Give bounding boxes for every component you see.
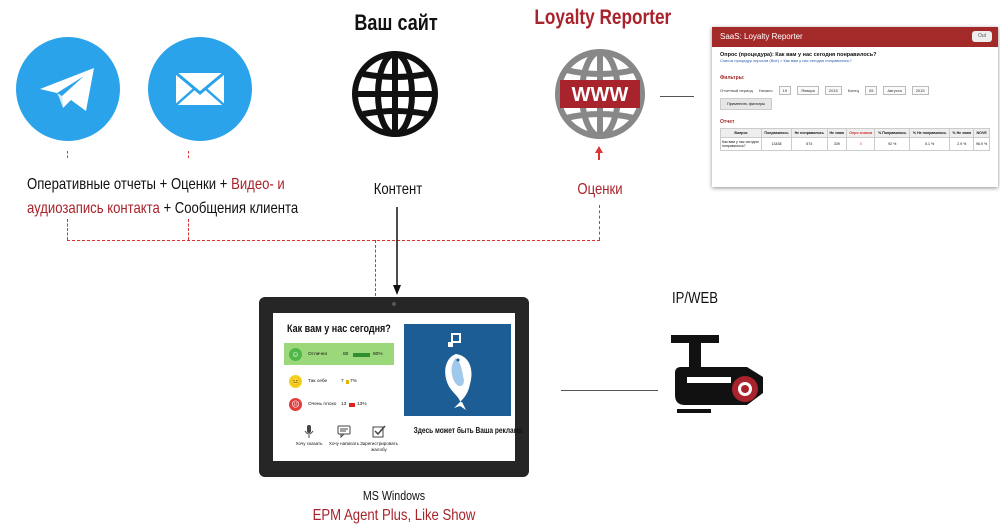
connector-bottom-line [67,240,600,241]
option-excellent-label: Отлично [308,352,328,357]
apply-filters-button[interactable]: Применить фильтры [720,98,772,110]
table-row: Как вам у нас сегодня понравилось? 13438… [720,137,990,151]
microphone-icon[interactable] [303,425,315,444]
start-year-select[interactable]: 2015 [824,86,842,95]
connector-mid-low [188,219,189,240]
col-header: Не понравилось [790,128,828,138]
camera-connector [561,390,658,391]
site-content-label: Контент [373,181,423,198]
reporter-connector [660,96,694,97]
connector-tablet [375,240,376,296]
report-table-header: Вопрос Понравилось Не понравилось Не зна… [720,128,990,138]
ad-banner[interactable] [404,324,511,416]
camera-label: IP/WEB [672,290,718,307]
tablet-device: Как вам у нас сегодня? ☺ Отлично 80 80% … [259,297,529,477]
tablet-question: Как вам у нас сегодня? [287,323,391,335]
col-header: Опро знаком [845,128,876,138]
table-cell: 5.1 % [909,137,951,151]
option-meh-label: Так себе [308,379,328,384]
sad-face-icon[interactable]: ☹ [289,398,302,411]
table-cell: 96.9 % [973,137,990,151]
report-period-row: Отчетный период Начало 19 Января 2015 Ко… [712,86,998,95]
ratings-arrow [594,146,604,165]
svg-text:WWW: WWW [572,84,629,106]
report-table: Вопрос Понравилось Не понравилось Не зна… [720,128,990,151]
col-header: NOVE [973,128,990,138]
option-excellent-count: 80 [343,352,349,357]
action-complaint-label: Зарегистрировать жалобу [360,441,398,452]
col-header: Не знаю [826,128,847,138]
tablet-screen: Как вам у нас сегодня? ☺ Отлично 80 80% … [273,313,523,461]
report-window: SaaS: Loyalty Reporter Out Опрос (процед… [712,27,998,187]
col-header: Понравилось [761,128,792,138]
product-label: EPM Agent Plus, Like Show [312,507,476,524]
report-filters-title: Фильтры: [720,75,745,81]
tablet-camera-dot [392,302,396,306]
end-year-select[interactable]: 2015 [911,86,929,95]
connector-reporter [599,205,600,240]
option-excellent[interactable] [284,343,394,365]
whale-icon [445,333,472,410]
report-out-button[interactable]: Out [972,31,992,42]
report-header: SaaS: Loyalty Reporter Out [712,27,998,47]
end-month-select[interactable]: Августа [883,86,906,95]
table-cell: 2.9 % [949,137,975,151]
neutral-face-icon[interactable]: 😐 [289,375,302,388]
report-question: Опрос (процедура): Как вам у нас сегодня… [720,52,877,58]
option-bad-count: 13 [341,402,347,407]
start-label: Начало [758,88,773,93]
table-cell: 574 [790,137,828,151]
checkbox-icon[interactable] [372,425,386,443]
col-header: % Не понравилось [909,128,951,138]
reporter-ratings-label: Оценки [577,181,623,198]
sources-line2-part1: аудиозапись контакта [27,200,160,217]
content-arrow [392,207,402,300]
ad-text: Здесь может быть Ваша реклама [413,426,523,435]
option-meh-count: 7 [341,379,344,384]
table-cell: Как вам у нас сегодня понравилось? [720,137,762,151]
option-excellent-percent: 80% [373,352,383,357]
option-bad-bar [349,403,355,407]
sources-line1-part1: Оперативные отчеты + Оценки + [27,176,232,193]
os-label: MS Windows [362,488,426,503]
happy-face-icon: ☺ [289,348,302,361]
action-say-label: Хочу сказать [295,441,323,446]
option-excellent-bar [353,353,370,357]
chat-icon[interactable] [337,425,351,443]
report-section-title: Отчет [720,119,735,125]
end-label: Конец [847,88,860,93]
connector-telegram [67,151,68,158]
col-header: % Понравилось [874,128,911,138]
www-globe-icon: WWW [550,44,650,149]
start-day-select[interactable]: 19 [778,86,792,95]
connector-mail [188,151,189,158]
option-meh-percent: 7% [350,379,357,384]
site-title: Ваш сайт [354,10,438,35]
report-breadcrumb-link[interactable]: Список процедур опросов (Все) > Как вам … [720,58,852,63]
table-cell: 0 [845,137,876,151]
start-month-select[interactable]: Января [797,86,819,95]
sources-line2-part2: + Сообщения клиента [159,200,299,217]
action-write-label: Хочу написать [328,441,360,446]
reporter-title: Loyalty Reporter [534,6,672,29]
col-header: % Не знаю [949,128,975,138]
sources-line1-part2: Видео- и [231,176,285,193]
connector-left-low [67,219,68,240]
telegram-icon [16,37,120,141]
period-label: Отчетный период [720,88,753,93]
report-header-title: SaaS: Loyalty Reporter [720,32,803,41]
option-bad-percent: 13% [357,402,367,407]
mail-icon [148,37,252,141]
table-cell: 13438 [761,137,792,151]
table-cell: 339 [826,137,847,151]
sources-text: Оперативные отчеты + Оценки + Видео- и а… [0,173,300,221]
option-meh-bar [346,380,349,384]
table-cell: 92 % [874,137,911,151]
end-day-select[interactable]: 05 [865,86,878,95]
security-camera-icon [669,333,769,418]
globe-icon [347,46,443,147]
option-bad-label: Очень плохо [308,402,337,407]
col-header: Вопрос [720,128,762,138]
